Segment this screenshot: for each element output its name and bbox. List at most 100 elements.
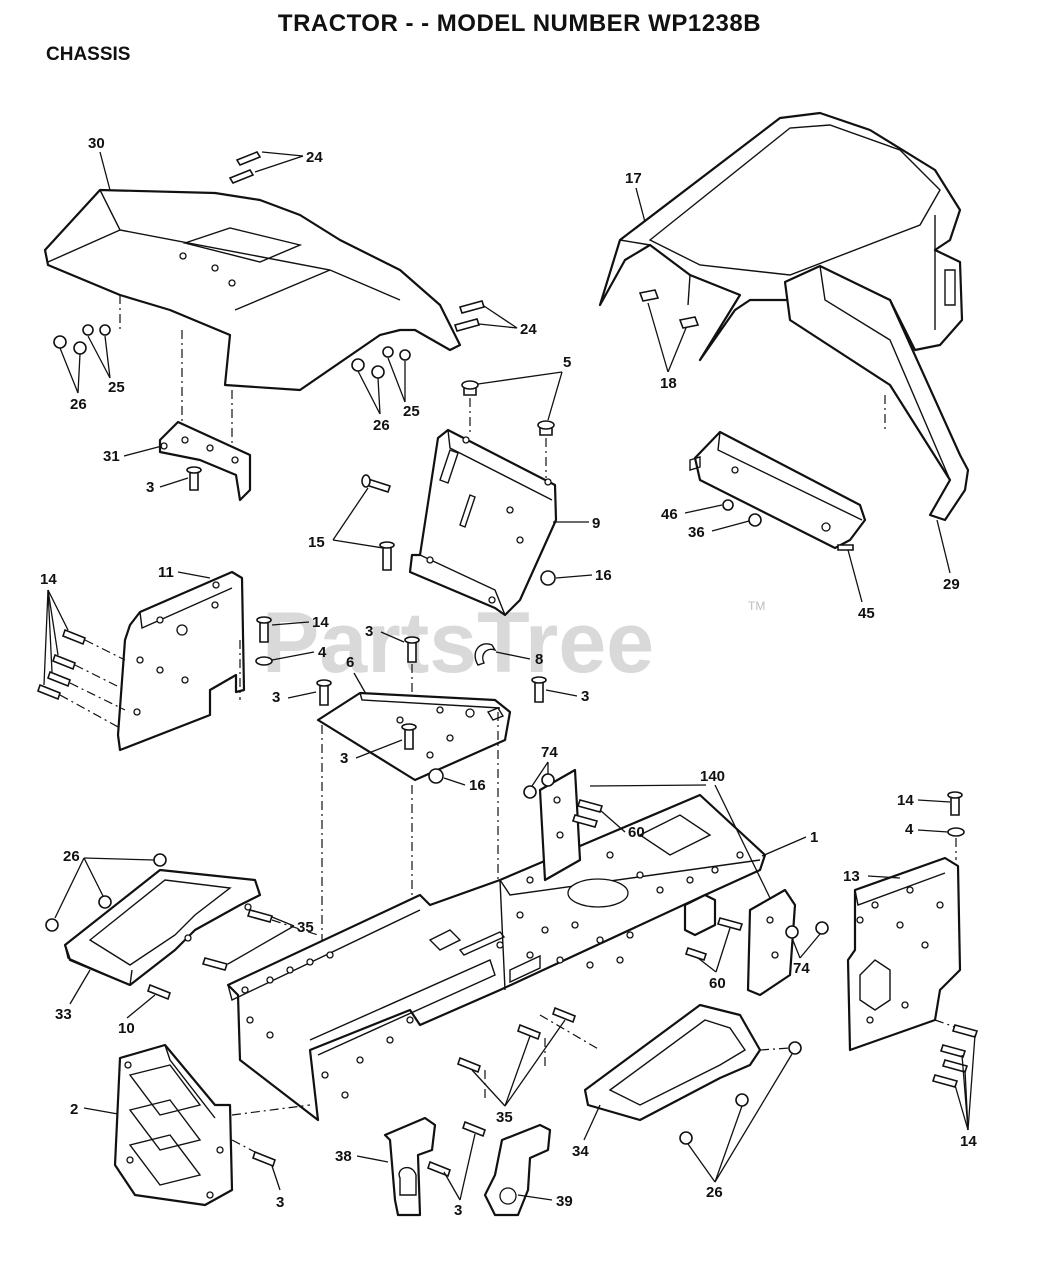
watermark-logo: PartsTree xyxy=(262,595,654,691)
part-3-bolts-g[interactable] xyxy=(427,1120,486,1178)
part-4-washer-right[interactable] xyxy=(947,827,965,837)
part-24-bolts-top[interactable] xyxy=(228,151,262,184)
part-4-washer-mid[interactable] xyxy=(255,656,273,666)
callout-3-g: 3 xyxy=(454,1202,462,1219)
callout-60-upper: 60 xyxy=(628,824,645,841)
part-14-bolts-bottom-right[interactable] xyxy=(931,1024,979,1088)
callout-15: 15 xyxy=(308,534,325,551)
part-60-bolts-lower[interactable] xyxy=(684,917,744,962)
part-14-bolts-left[interactable] xyxy=(37,628,86,701)
callout-74-upper: 74 xyxy=(541,744,558,761)
part-15-bolts[interactable] xyxy=(361,474,395,571)
callout-17: 17 xyxy=(625,170,642,187)
callout-6: 6 xyxy=(346,654,354,671)
part-2-front-bracket[interactable] xyxy=(113,1043,234,1207)
callout-8: 8 xyxy=(535,651,543,668)
callout-35-left: 35 xyxy=(297,919,314,936)
part-24-bolts-right[interactable] xyxy=(453,300,486,332)
part-13-right-side-panel[interactable] xyxy=(846,856,962,1052)
part-30-rear-fender[interactable] xyxy=(43,188,462,392)
part-26-nuts-left-footrest[interactable] xyxy=(45,853,167,932)
callout-25-right: 25 xyxy=(403,403,420,420)
part-74-nuts-upper[interactable] xyxy=(523,773,555,799)
part-3-bolt-d[interactable] xyxy=(531,676,547,703)
part-14-bolt-right-top[interactable] xyxy=(947,791,963,816)
callout-3-c: 3 xyxy=(272,689,280,706)
part-8-clip[interactable] xyxy=(474,643,497,666)
callout-35-mid: 35 xyxy=(496,1109,513,1126)
callout-14-right-top: 14 xyxy=(897,792,914,809)
part-26-nuts-right-footrest[interactable] xyxy=(679,1041,802,1145)
part-74-nuts-lower[interactable] xyxy=(785,921,829,939)
part-39-bracket[interactable] xyxy=(483,1123,552,1217)
callout-18: 18 xyxy=(660,375,677,392)
callout-4-mid: 4 xyxy=(318,644,327,661)
callout-24-right: 24 xyxy=(520,321,537,338)
callout-24-top: 24 xyxy=(306,149,323,166)
part-6-control-plate[interactable] xyxy=(316,691,512,782)
callout-16-lower: 16 xyxy=(469,777,486,794)
callout-11: 11 xyxy=(158,564,174,581)
callout-14-bottom-right: 14 xyxy=(960,1133,977,1150)
callout-14-mid: 14 xyxy=(312,614,329,631)
part-25-26-right-fasteners[interactable] xyxy=(351,346,411,379)
part-5-nuts[interactable] xyxy=(461,380,555,436)
part-16-nut-lower[interactable] xyxy=(428,768,444,784)
callout-34: 34 xyxy=(572,1143,589,1160)
callout-10: 10 xyxy=(118,1020,135,1037)
callout-16-upper: 16 xyxy=(595,567,612,584)
part-45-support-bracket[interactable] xyxy=(689,430,867,551)
part-11-left-side-panel[interactable] xyxy=(116,570,246,752)
section-title: CHASSIS xyxy=(46,44,131,65)
callout-36: 36 xyxy=(688,524,705,541)
part-29-dash-cover[interactable] xyxy=(783,264,970,522)
callout-60-lower: 60 xyxy=(709,975,726,992)
callout-13: 13 xyxy=(843,868,860,885)
part-46-washer[interactable] xyxy=(722,499,734,511)
part-3-bolt-f[interactable] xyxy=(252,1150,276,1168)
part-14-bolt-mid[interactable] xyxy=(256,616,272,643)
callout-74-lower: 74 xyxy=(793,960,810,977)
callout-9: 9 xyxy=(592,515,600,532)
callout-5: 5 xyxy=(563,354,571,371)
callout-2: 2 xyxy=(70,1101,78,1118)
part-25-26-left-fasteners[interactable] xyxy=(53,324,111,355)
part-16-nut-upper[interactable] xyxy=(540,570,556,586)
part-36-nut[interactable] xyxy=(748,513,762,527)
callout-33: 33 xyxy=(55,1006,72,1023)
part-1-main-frame[interactable] xyxy=(226,793,767,1122)
part-38-bracket[interactable] xyxy=(383,1116,437,1217)
callout-26-right: 26 xyxy=(373,417,390,434)
callout-25-left: 25 xyxy=(108,379,125,396)
callout-30: 30 xyxy=(88,135,105,152)
part-3-bolt-a[interactable] xyxy=(186,466,202,491)
part-35-bolts-left[interactable] xyxy=(201,909,274,971)
part-10-bolt[interactable] xyxy=(147,983,171,1001)
part-140-bracket-upper[interactable] xyxy=(538,768,582,882)
watermark-trademark: TM xyxy=(748,599,765,613)
page-title: TRACTOR - - MODEL NUMBER WP1238B xyxy=(277,10,762,37)
part-140-bracket-lower[interactable] xyxy=(746,888,797,997)
callout-46: 46 xyxy=(661,506,678,523)
callout-1: 1 xyxy=(810,829,818,846)
callout-26-left: 26 xyxy=(70,396,87,413)
part-60-bolts-upper[interactable] xyxy=(571,799,604,828)
callout-3-b: 3 xyxy=(365,623,373,640)
callout-26-right-footrest: 26 xyxy=(706,1184,723,1201)
callout-38: 38 xyxy=(335,1148,352,1165)
callout-26-left-footrest: 26 xyxy=(63,848,80,865)
callout-29: 29 xyxy=(943,576,960,593)
part-33-left-footrest[interactable] xyxy=(63,868,262,987)
part-34-right-footrest[interactable] xyxy=(583,1003,762,1122)
part-9-dash-panel[interactable] xyxy=(408,428,558,617)
part-3-bolt-e[interactable] xyxy=(401,723,417,750)
callout-140: 140 xyxy=(700,768,725,785)
callout-3-e: 3 xyxy=(340,750,348,767)
part-31-bracket[interactable] xyxy=(158,420,252,502)
callout-3-d: 3 xyxy=(581,688,589,705)
part-3-bolt-b[interactable] xyxy=(404,636,420,663)
part-35-bolts-mid[interactable] xyxy=(457,1006,576,1074)
part-3-bolt-c[interactable] xyxy=(316,679,332,706)
callout-3-f: 3 xyxy=(276,1194,284,1211)
callout-4-right: 4 xyxy=(905,821,914,838)
